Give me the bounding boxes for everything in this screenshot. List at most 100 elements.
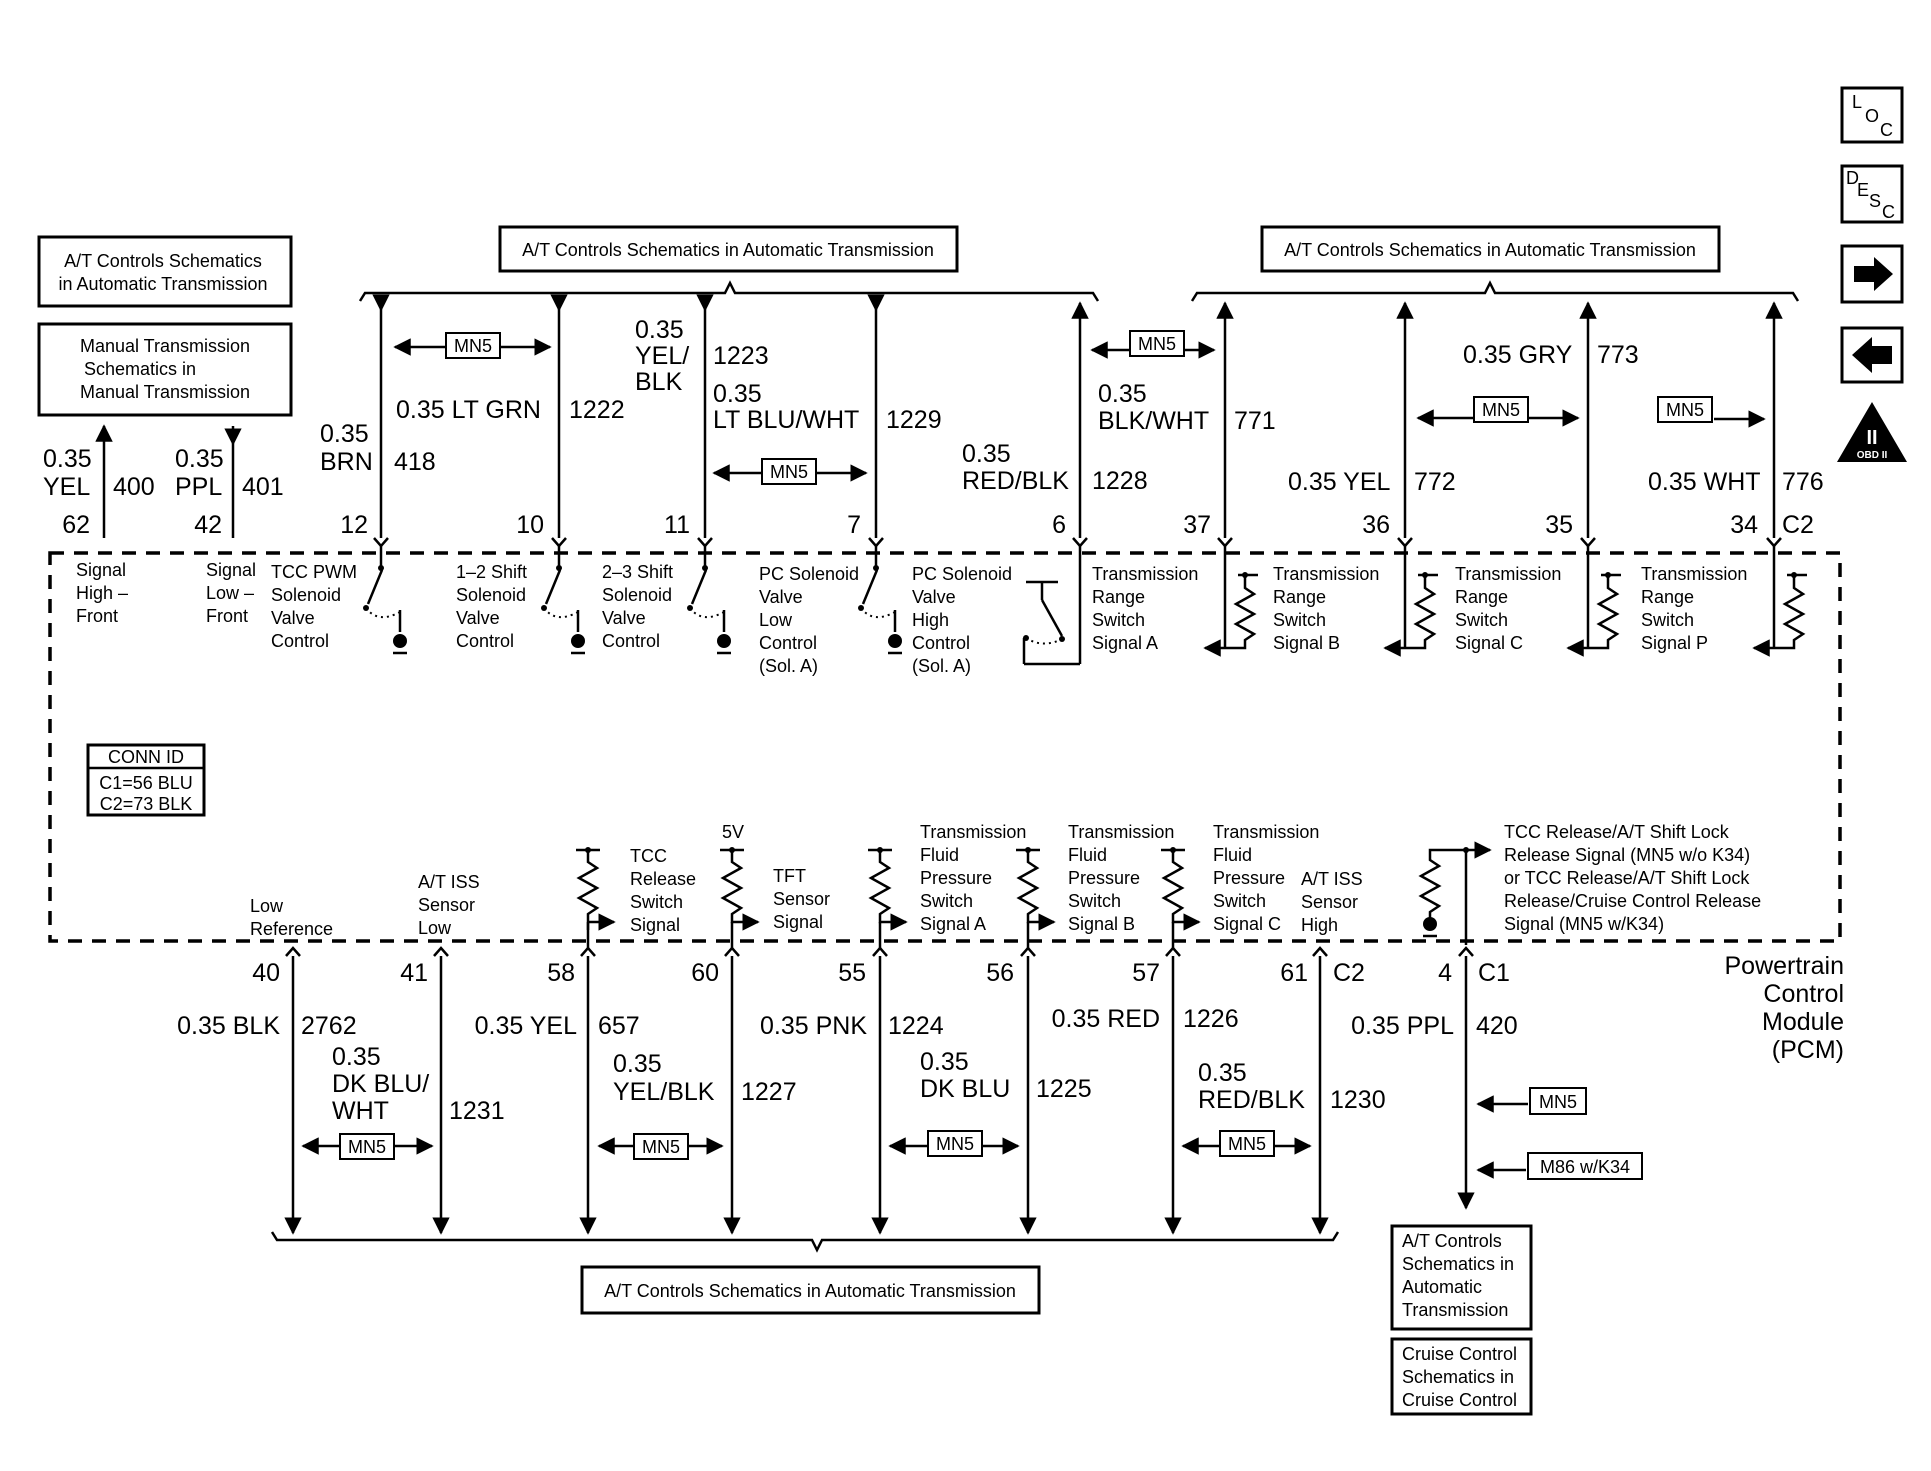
wire-420: 4 C1 0.35 PPL 420: [1351, 956, 1518, 1210]
func-1223: 2–3 Shift Solenoid Valve Control: [602, 562, 673, 651]
func-1231: A/T ISS Sensor Low: [418, 872, 480, 938]
svg-text:Module: Module: [1762, 1008, 1844, 1036]
func-420: TCC Release/A/T Shift Lock Release Signa…: [1504, 822, 1761, 934]
func-418: TCC PWM Solenoid Valve Control: [271, 562, 357, 651]
prev-page-button[interactable]: [1840, 326, 1904, 384]
svg-text:TCC Release/A/T Shift Lock: TCC Release/A/T Shift Lock: [1504, 822, 1730, 842]
svg-text:Range: Range: [1455, 587, 1508, 607]
svg-text:A/T Controls Schematics: A/T Controls Schematics: [64, 251, 262, 271]
pin-40: 40: [252, 959, 280, 987]
ref-at-controls-top-left[interactable]: A/T Controls Schematics in Automatic Tra…: [37, 235, 293, 308]
wire-401: 0.35 PPL 401 42: [175, 426, 284, 539]
svg-text:771: 771: [1234, 407, 1276, 435]
loc-letter-o: O: [1865, 106, 1879, 126]
func-1227: TFT Sensor Signal: [773, 866, 830, 932]
svg-text:PC Solenoid: PC Solenoid: [759, 564, 859, 584]
obd-ii-icon[interactable]: II OBD II: [1837, 402, 1907, 462]
pin-37: 37: [1183, 511, 1211, 539]
svg-text:0.35 PNK: 0.35 PNK: [760, 1012, 867, 1040]
ref-at-controls-top-mid[interactable]: A/T Controls Schematics in Automatic Tra…: [498, 225, 959, 273]
pullup-657: [576, 847, 616, 948]
svg-text:LT BLU/WHT: LT BLU/WHT: [713, 406, 859, 434]
svg-text:Front: Front: [206, 606, 248, 626]
solenoid-driver-1228: [1022, 546, 1082, 666]
svg-text:Control: Control: [759, 633, 817, 653]
svg-text:Signal: Signal: [206, 560, 256, 580]
pullup-1225: [1016, 847, 1056, 948]
svg-text:Signal: Signal: [630, 915, 680, 935]
loc-letter-l: L: [1852, 92, 1862, 112]
desc-letter-e: E: [1857, 180, 1869, 200]
desc-letter-d: D: [1846, 168, 1859, 188]
svg-text:MN5: MN5: [642, 1137, 680, 1157]
svg-text:773: 773: [1597, 341, 1639, 369]
svg-text:Schematics in: Schematics in: [1402, 1367, 1514, 1387]
svg-text:1227: 1227: [741, 1078, 797, 1106]
svg-text:A/T Controls Schematics in Aut: A/T Controls Schematics in Automatic Tra…: [522, 240, 934, 260]
svg-text:High: High: [1301, 915, 1338, 935]
func-1224: Transmission Fluid Pressure Switch Signa…: [920, 822, 1026, 934]
svg-text:Front: Front: [76, 606, 118, 626]
wire-1223: 0.35 YEL/ BLK 1223 11: [635, 294, 769, 539]
func-773: Transmission Range Switch Signal C: [1455, 564, 1561, 653]
svg-text:PPL: PPL: [175, 473, 222, 501]
wire-771: 0.35 BLK/WHT 771 37: [1098, 301, 1276, 539]
svg-text:776: 776: [1782, 468, 1824, 496]
wire-776: 0.35 WHT 776 34: [1648, 301, 1824, 539]
func-400: Signal High – Front: [76, 560, 128, 626]
svg-text:Transmission: Transmission: [1402, 1300, 1508, 1320]
ref-at-controls-top-right[interactable]: A/T Controls Schematics in Automatic Tra…: [1260, 225, 1721, 273]
pullup-1224: [868, 847, 908, 948]
svg-text:Cruise Control: Cruise Control: [1402, 1344, 1517, 1364]
svg-text:Release/Cruise Control Release: Release/Cruise Control Release: [1504, 891, 1761, 911]
loc-button[interactable]: L O C: [1840, 86, 1904, 144]
svg-text:1224: 1224: [888, 1012, 944, 1040]
connector-c1: C1: [1478, 959, 1510, 987]
svg-text:A/T ISS: A/T ISS: [1301, 869, 1363, 889]
desc-button[interactable]: D E S C: [1840, 164, 1904, 224]
bracket-bottom: [270, 1231, 1340, 1253]
wire-1231: 41 0.35 DK BLU/ WHT 1231: [332, 956, 505, 1235]
wire-400: 0.35 YEL 400 62: [43, 424, 155, 539]
svg-text:Pressure: Pressure: [1068, 868, 1140, 888]
svg-text:657: 657: [598, 1012, 640, 1040]
next-page-button[interactable]: [1840, 244, 1904, 304]
mn5-tag-bottom-1: MN5: [301, 1133, 434, 1160]
svg-text:Sensor: Sensor: [773, 889, 830, 909]
func-401: Signal Low – Front: [206, 560, 256, 626]
pullup-771: [1203, 546, 1258, 657]
svg-text:Cruise Control: Cruise Control: [1402, 1390, 1517, 1410]
ref-cruise-control[interactable]: Cruise Control Schematics in Cruise Cont…: [1390, 1337, 1533, 1416]
svg-text:YEL: YEL: [43, 473, 90, 501]
svg-text:Transmission: Transmission: [920, 822, 1026, 842]
svg-text:0.35: 0.35: [320, 420, 369, 448]
svg-text:Release: Release: [630, 869, 696, 889]
wire-1228: 0.35 RED/BLK 1228 6: [962, 301, 1148, 539]
svg-text:RED/BLK: RED/BLK: [962, 467, 1069, 495]
pin-42: 42: [194, 511, 222, 539]
svg-text:Switch: Switch: [630, 892, 683, 912]
wire-1222: 0.35 LT GRN 1222 10: [396, 294, 625, 539]
svg-text:Switch: Switch: [1455, 610, 1508, 630]
pin-55: 55: [838, 959, 866, 987]
pullup-772: [1383, 546, 1438, 657]
svg-text:Signal B: Signal B: [1068, 914, 1135, 934]
ref-at-controls-bottom[interactable]: A/T Controls Schematics in Automatic Tra…: [580, 1265, 1041, 1315]
svg-text:Manual Transmission: Manual Transmission: [80, 336, 250, 356]
ref-at-controls-bottom-right[interactable]: A/T Controls Schematics in Automatic Tra…: [1390, 1224, 1533, 1331]
svg-text:0.35: 0.35: [175, 445, 224, 473]
svg-text:(Sol. A): (Sol. A): [912, 656, 971, 676]
pulldown-420: [1418, 841, 1492, 945]
svg-text:Switch: Switch: [920, 891, 973, 911]
svg-text:Switch: Switch: [1068, 891, 1121, 911]
svg-text:A/T Controls: A/T Controls: [1402, 1231, 1502, 1251]
svg-text:YEL/BLK: YEL/BLK: [613, 1078, 715, 1106]
func-771: Transmission Range Switch Signal A: [1092, 564, 1198, 653]
svg-text:MN5: MN5: [1138, 334, 1176, 354]
ref-manual-transmission[interactable]: Manual Transmission Schematics in Manual…: [37, 322, 293, 417]
supply-5v-label: 5V: [722, 822, 744, 842]
pin-62: 62: [62, 511, 90, 539]
connector-hooks-bottom: [285, 946, 1474, 957]
connector-hooks-top: [373, 537, 1782, 548]
svg-text:1231: 1231: [449, 1097, 505, 1125]
